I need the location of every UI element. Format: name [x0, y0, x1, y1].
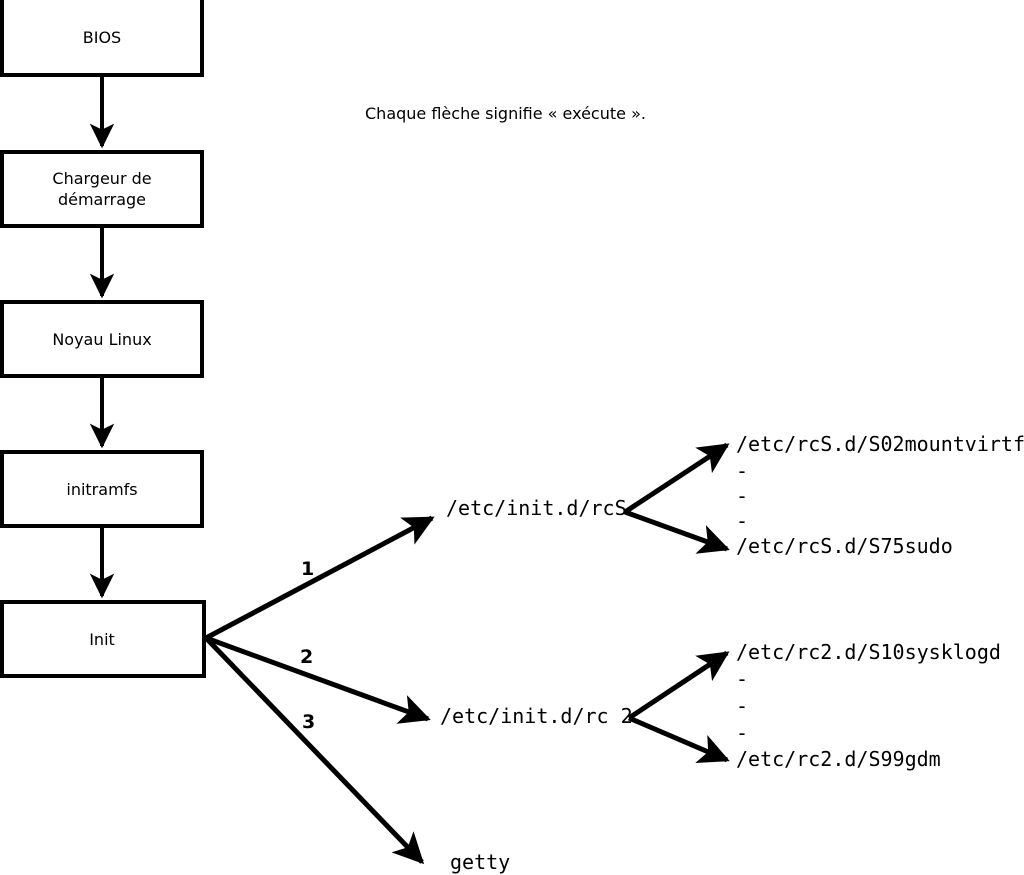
- label-getty: getty: [450, 850, 511, 874]
- arrow-rc2-to-s99gdm: [628, 715, 730, 763]
- ellipsis-dash-rcS-3: -: [736, 509, 749, 533]
- label-rc2-d-s99gdm: /etc/rc2.d/S99gdm: [736, 747, 941, 771]
- label-rc2-d-s10sysklogd: /etc/rc2.d/S10sysklogd: [736, 640, 1001, 664]
- branch-number-1: 1: [301, 558, 315, 580]
- label-rcS-d-s75sudo: /etc/rcS.d/S75sudo: [736, 534, 953, 558]
- box-bootloader: [0, 150, 204, 228]
- box-bios: [0, 0, 204, 77]
- label-rcS-d-s02mountvirtfs: /etc/rcS.d/S02mountvirtfs: [736, 432, 1024, 456]
- arrow-init-to-getty: [204, 636, 425, 865]
- ellipsis-dash-rc2-1: -: [736, 667, 749, 691]
- ellipsis-dash-rcS-2: -: [736, 484, 749, 508]
- ellipsis-dash-rc2-2: -: [736, 694, 749, 718]
- ellipsis-dash-rc2-3: -: [736, 721, 749, 745]
- label-init-d-rcS: /etc/init.d/rcS: [446, 496, 627, 520]
- ellipsis-dash-rcS-1: -: [736, 459, 749, 483]
- branch-number-2: 2: [300, 646, 314, 668]
- arrow-init-to-rcS: [204, 515, 435, 641]
- box-kernel: [0, 300, 204, 378]
- arrow-rc2-to-s10sysklogd: [627, 650, 730, 721]
- legend-note: Chaque flèche signifie « exécute ».: [365, 104, 646, 123]
- label-init-d-rc-2: /etc/init.d/rc 2: [440, 704, 633, 728]
- box-initramfs: [0, 450, 204, 528]
- arrow-init-to-rc2: [205, 635, 431, 724]
- branch-number-3: 3: [302, 711, 316, 733]
- box-init: [0, 600, 206, 678]
- arrow-rcS-to-s75sudo: [624, 509, 730, 554]
- arrow-rcS-to-s02mountvirtfs: [623, 442, 730, 515]
